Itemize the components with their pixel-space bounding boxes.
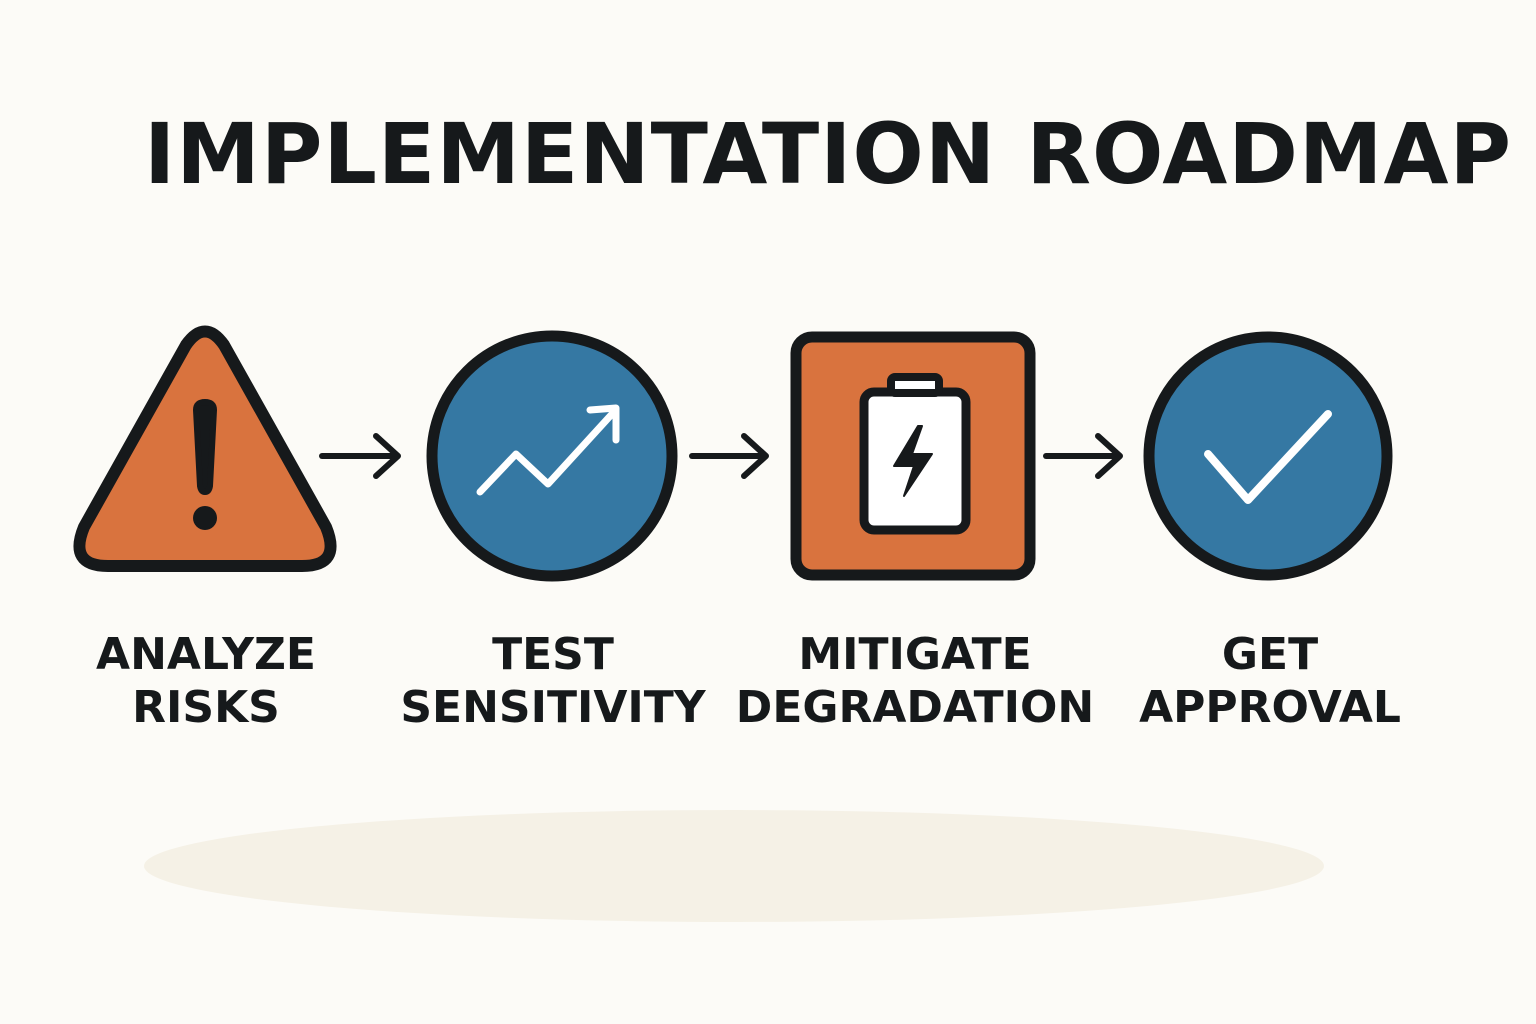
step-label-line: SENSITIVITY <box>400 682 706 733</box>
battery-charging-icon <box>790 331 1036 581</box>
step-label-line: TEST <box>492 629 614 680</box>
step-label-line: RISKS <box>132 682 280 733</box>
step-label-line: GET <box>1221 629 1319 680</box>
arrow-right-icon <box>1043 433 1123 479</box>
arrow-right-icon <box>689 433 769 479</box>
arrow-right-icon <box>319 433 401 479</box>
step-label-line: DEGRADATION <box>735 682 1095 733</box>
step-label-line: ANALYZE <box>96 629 316 680</box>
step-label-line: APPROVAL <box>1139 682 1401 733</box>
step-label-mitigate-degradation: MITIGATE DEGRADATION <box>735 628 1095 734</box>
checkmark-icon <box>1143 331 1393 581</box>
page-title: IMPLEMENTATION ROADMAP <box>144 105 1513 203</box>
ground-shadow <box>144 810 1324 922</box>
step-label-test-sensitivity: TEST SENSITIVITY <box>373 628 733 734</box>
trending-up-icon <box>426 330 678 582</box>
step-label-line: MITIGATE <box>798 629 1032 680</box>
warning-triangle-icon <box>73 325 337 572</box>
step-label-analyze-risks: ANALYZE RISKS <box>26 628 386 734</box>
step-label-get-approval: GET APPROVAL <box>1090 628 1450 734</box>
